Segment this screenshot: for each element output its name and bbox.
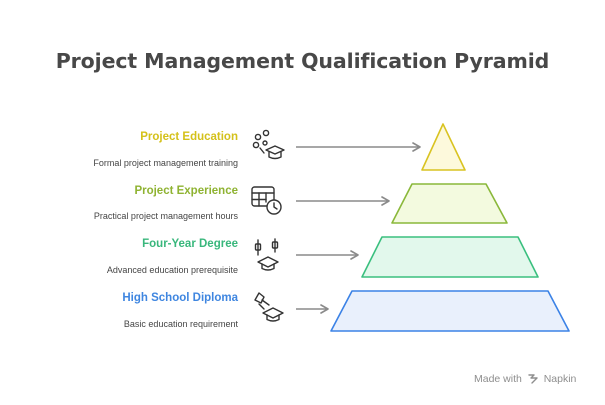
pyramid-tier-project-experience <box>391 183 508 224</box>
level-desc-four-year-degree: Advanced education prerequisite <box>106 265 238 275</box>
diagram-title: Project Management Qualification Pyramid <box>55 49 550 73</box>
footer-attribution: Made with Napkin <box>474 373 576 385</box>
pyramid-tier-four-year-degree <box>361 236 539 278</box>
made-with-label: Made with <box>474 373 522 385</box>
pyramid-tier-high-school-diploma <box>330 290 570 332</box>
level-desc-project-education: Formal project management training <box>93 158 238 168</box>
education-network-icon <box>252 129 285 160</box>
level-title-project-experience: Project Experience <box>134 185 238 197</box>
napkin-logo-icon <box>528 374 538 384</box>
level-title-high-school-diploma: High School Diploma <box>122 292 238 304</box>
calendar-clock-icon <box>251 186 282 215</box>
level-desc-project-experience: Practical project management hours <box>93 211 238 221</box>
diploma-graduation-icon <box>254 292 284 322</box>
level-title-four-year-degree: Four-Year Degree <box>142 238 238 250</box>
pyramid-tier-project-education <box>421 123 466 171</box>
degree-graduation-icon <box>254 238 279 271</box>
napkin-brand-label: Napkin <box>543 373 577 385</box>
level-desc-high-school-diploma: Basic education requirement <box>123 319 238 329</box>
level-title-project-education: Project Education <box>140 131 238 143</box>
